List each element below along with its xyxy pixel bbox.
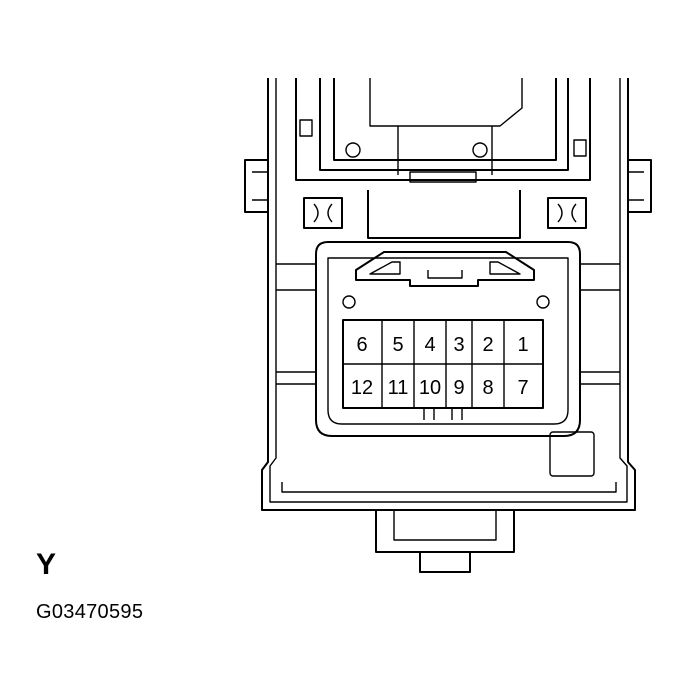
pin-2: 2 bbox=[482, 334, 493, 356]
housing-boss bbox=[549, 431, 595, 477]
figure-code: G03470595 bbox=[36, 601, 144, 623]
pin-1: 1 bbox=[517, 334, 528, 356]
bottom-tab bbox=[375, 510, 515, 573]
view-label: Y bbox=[36, 548, 57, 581]
pin-6: 6 bbox=[356, 334, 367, 356]
lock-tabs bbox=[303, 190, 587, 239]
pin-11: 11 bbox=[388, 377, 409, 399]
upper-latch bbox=[295, 78, 591, 183]
pin-9: 9 bbox=[453, 377, 464, 399]
connector-housing bbox=[244, 78, 652, 511]
pin-5: 5 bbox=[392, 334, 403, 356]
connector-face: 6 5 4 3 2 1 12 11 10 9 8 7 bbox=[315, 241, 581, 437]
pin-10: 10 bbox=[419, 377, 441, 399]
pin-8: 8 bbox=[482, 377, 493, 399]
pin-4: 4 bbox=[424, 334, 435, 356]
pin-7: 7 bbox=[517, 377, 528, 399]
pin-3: 3 bbox=[453, 334, 464, 356]
pin-12: 12 bbox=[351, 377, 373, 399]
